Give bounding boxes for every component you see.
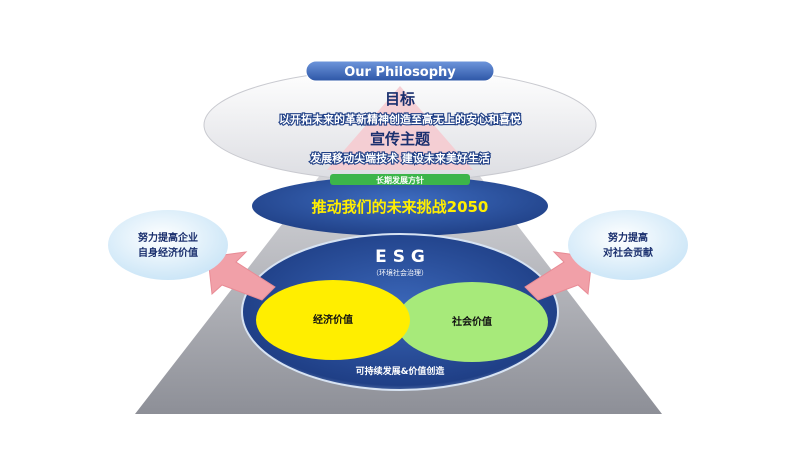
left-bubble-line2: 自身经济价值 xyxy=(138,246,198,259)
left-bubble xyxy=(108,210,228,280)
theme-title: 宣传主题 xyxy=(370,130,431,148)
goal-title: 目标 xyxy=(385,90,415,108)
right-bubble xyxy=(568,210,688,280)
economic-value-circle xyxy=(256,280,410,360)
theme-text: 发展移动尖端技术 建设未来美好生活 xyxy=(309,151,490,165)
philosophy-label: Our Philosophy xyxy=(344,65,456,80)
goal-text: 以开拓未来的革新精神创造至高无上的安心和喜悦 xyxy=(279,112,521,126)
policy-text: 推动我们的未来挑战2050 xyxy=(312,198,489,216)
social-value-circle xyxy=(396,282,548,362)
left-bubble-line1: 努力提高企业 xyxy=(138,231,198,244)
policy-band xyxy=(252,176,548,236)
policy-label: 长期发展方针 xyxy=(376,175,424,185)
economic-value-label: 经济价值 xyxy=(313,313,353,326)
left-arrow-icon xyxy=(207,251,276,301)
philosophy-pill xyxy=(305,60,495,82)
esg-subtitle: （环境社会治理） xyxy=(372,268,428,277)
esg-title: E S G xyxy=(375,247,425,267)
right-bubble-line1: 努力提高 xyxy=(608,231,648,244)
right-bubble-line2: 对社会贡献 xyxy=(603,246,653,259)
policy-label-bar xyxy=(330,174,470,185)
esg-bottom-text: 可持续发展&价值创造 xyxy=(356,365,446,377)
philosophy-triangle xyxy=(327,86,473,170)
social-value-label: 社会价值 xyxy=(451,315,492,328)
